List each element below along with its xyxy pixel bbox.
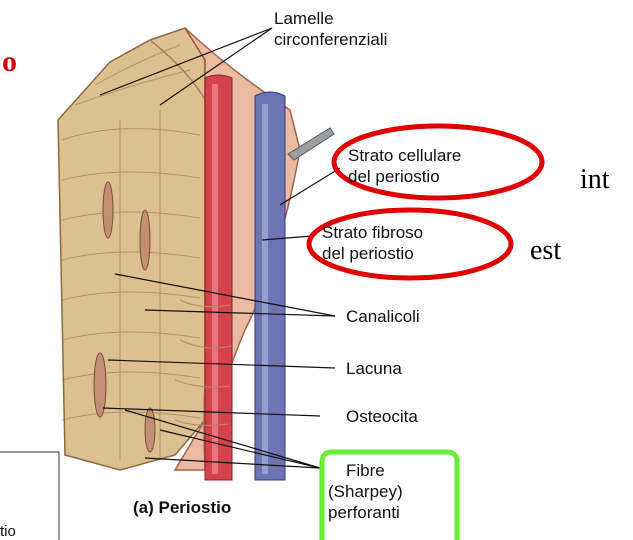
compact-bone-block — [58, 28, 205, 470]
label-lacuna: Lacuna — [346, 358, 402, 379]
corner-letter: o — [2, 45, 17, 79]
artery-highlight — [212, 84, 218, 474]
label-fibre: Fibre — [346, 460, 385, 481]
label-lamelle: Lamelle — [274, 8, 334, 29]
label-strato-fibroso: Strato fibroso — [322, 222, 423, 243]
side-note-outer: est — [530, 236, 561, 266]
label-strato-fibroso-line2: del periostio — [322, 243, 414, 264]
vein — [255, 92, 285, 480]
label-strato-cellulare: Strato cellulare — [348, 145, 461, 166]
side-note-inner: int — [580, 165, 610, 195]
figure-caption: (a) Periostio — [133, 498, 231, 518]
label-osteocita: Osteocita — [346, 406, 418, 427]
clipped-legend-fragment: tio — [0, 523, 16, 540]
label-canalicoli: Canalicoli — [346, 306, 420, 327]
label-lamelle-line2: circonferenziali — [274, 29, 387, 50]
vein-highlight — [262, 104, 268, 474]
label-fibre-line2: (Sharpey) — [328, 481, 403, 502]
label-strato-cellulare-line2: del periostio — [348, 166, 440, 187]
label-fibre-line3: perforanti — [328, 502, 400, 523]
artery — [205, 75, 232, 480]
